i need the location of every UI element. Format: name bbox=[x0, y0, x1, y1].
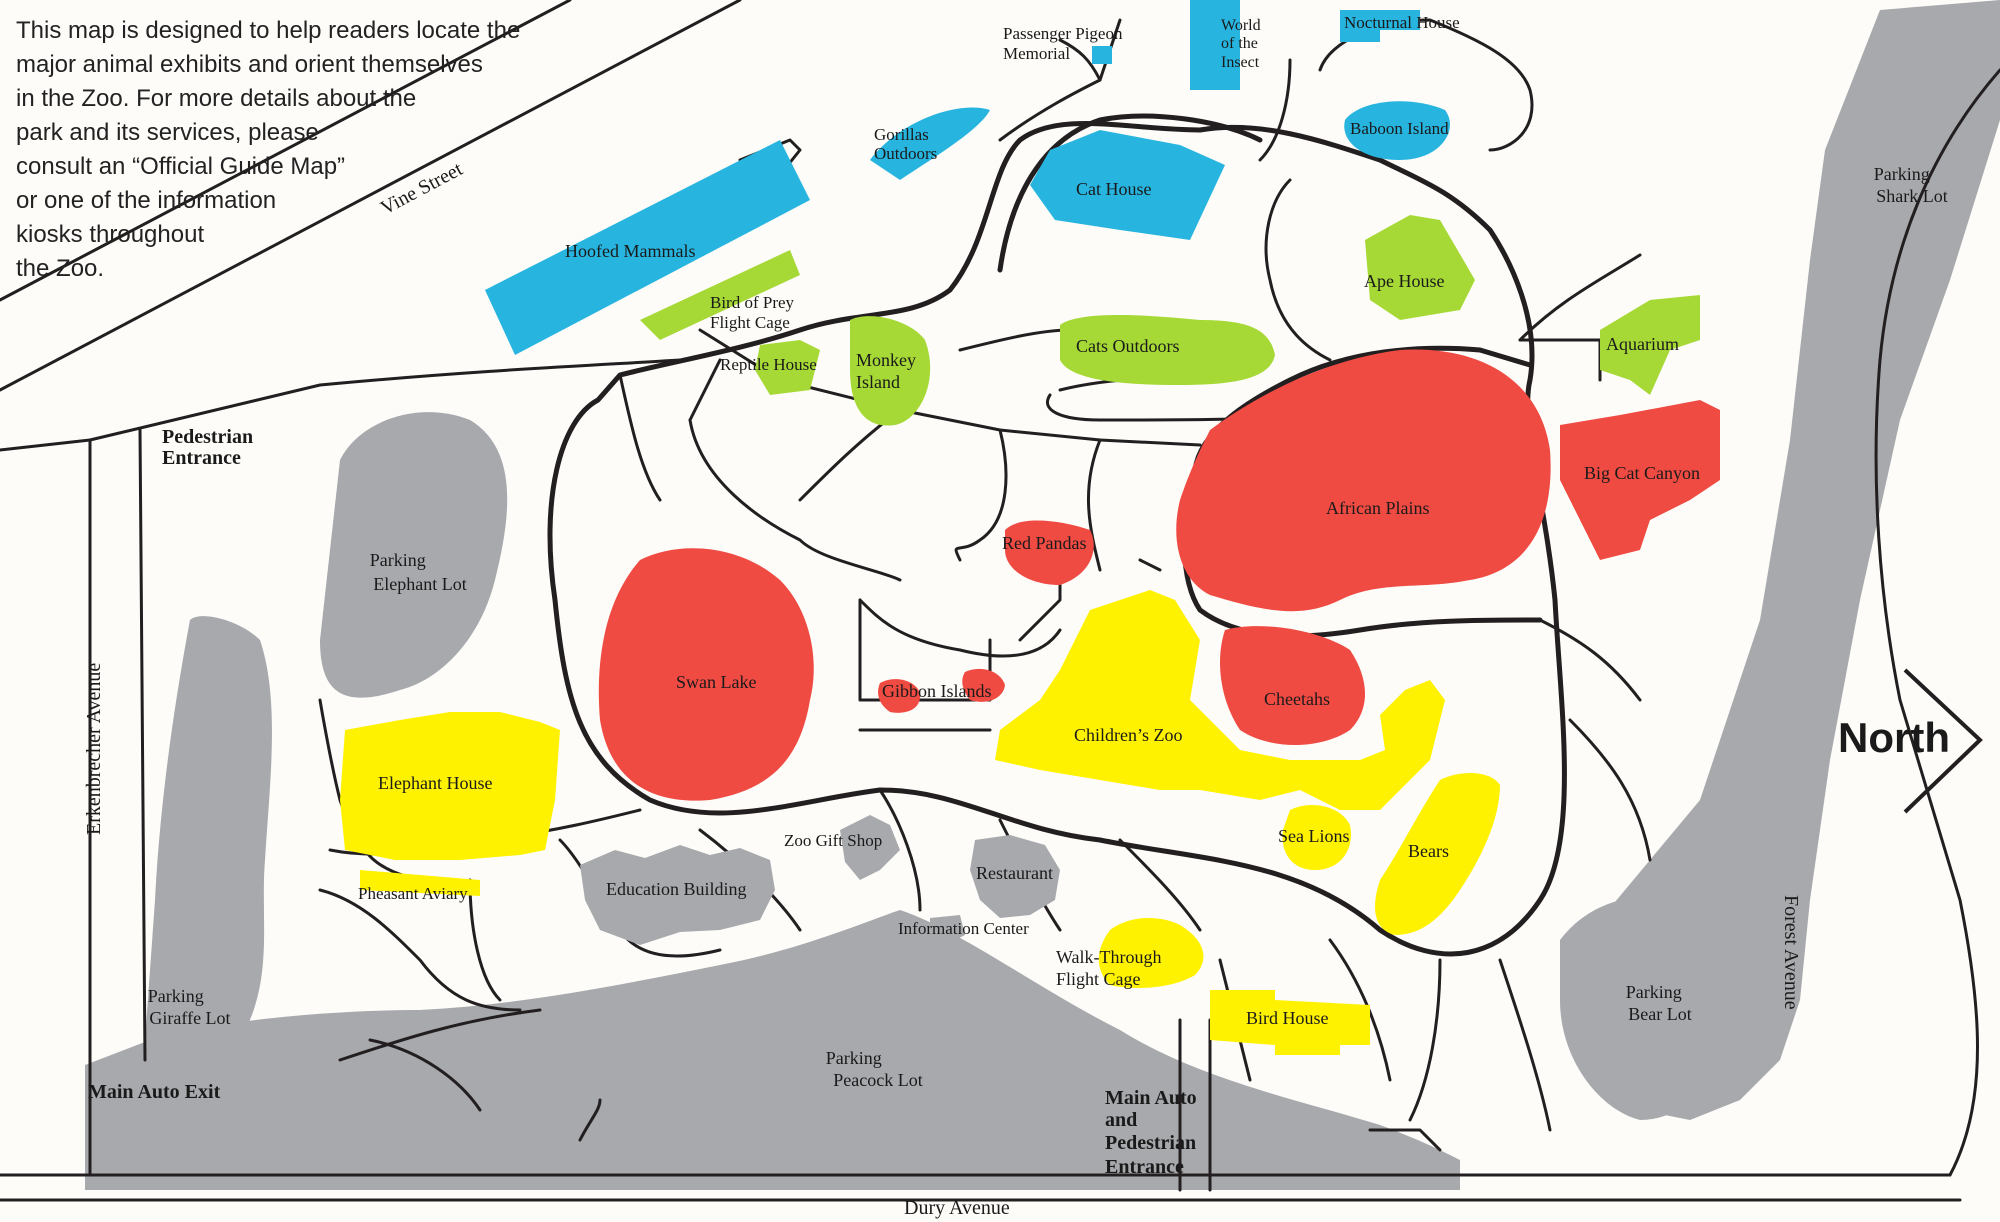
intro-text: This map is designed to help readers loc… bbox=[16, 17, 521, 282]
info-center-shape[interactable] bbox=[930, 915, 965, 945]
bird-of-prey-label: Bird of Prey Flight Cage bbox=[710, 293, 798, 332]
forest-avenue-label: Forest Avenue bbox=[1780, 895, 1802, 1010]
bird-house-label: Bird House bbox=[1246, 1008, 1329, 1028]
red-pandas-area[interactable] bbox=[1005, 520, 1094, 585]
parking-shark-shape[interactable] bbox=[1560, 0, 2000, 1120]
main-entrance-label: Main Auto and Pedestrian Entrance bbox=[1105, 1087, 1202, 1178]
blue-exhibits bbox=[485, 0, 1450, 355]
reptile-house-label: Reptile House bbox=[720, 355, 817, 374]
bears-label: Bears bbox=[1408, 841, 1449, 861]
green-exhibits bbox=[640, 215, 1700, 426]
parking-giraffe-lot[interactable] bbox=[145, 616, 272, 1059]
facility-labels: Zoo Gift Shop Education Building Restaur… bbox=[606, 831, 1053, 938]
bird-house-area[interactable] bbox=[1210, 990, 1370, 1055]
parking-shark-label: Parking Shark Lot bbox=[1874, 164, 1948, 206]
gorillas-outdoors-area[interactable] bbox=[870, 107, 990, 180]
dury-avenue-label: Dury Avenue bbox=[904, 1197, 1010, 1219]
cat-house-label: Cat House bbox=[1076, 179, 1152, 199]
elephant-house-area[interactable] bbox=[340, 712, 560, 860]
parking-bear-label: Parking Bear Lot bbox=[1626, 982, 1692, 1024]
info-center-label: Information Center bbox=[898, 919, 1029, 938]
parking-peacock-label: Parking Peacock Lot bbox=[826, 1048, 923, 1090]
reptile-house-area[interactable] bbox=[755, 340, 820, 395]
big-cat-canyon-label: Big Cat Canyon bbox=[1584, 463, 1700, 483]
facility-buildings bbox=[580, 815, 1060, 945]
world-insect-label: World of the Insect bbox=[1221, 17, 1265, 71]
sea-lions-area[interactable] bbox=[1282, 805, 1351, 870]
african-plains-area[interactable] bbox=[1176, 349, 1551, 612]
sea-lions-label: Sea Lions bbox=[1278, 826, 1350, 846]
cheetahs-area[interactable] bbox=[1220, 626, 1365, 745]
cat-house-area[interactable] bbox=[1030, 130, 1225, 240]
erkenbrecher-label: Erkenbrecher Avenue bbox=[83, 663, 105, 835]
aquarium-label: Aquarium bbox=[1606, 334, 1679, 354]
monkey-island-label: Monkey Island bbox=[856, 350, 921, 392]
bears-area[interactable] bbox=[1375, 773, 1500, 935]
baboon-island-label: Baboon Island bbox=[1350, 119, 1449, 138]
parking-elephant-lot[interactable] bbox=[320, 412, 508, 698]
passenger-pigeon-label: Passenger Pigeon Memorial bbox=[1003, 24, 1127, 63]
pheasant-aviary-area[interactable] bbox=[360, 870, 480, 896]
elephant-house-label: Elephant House bbox=[378, 773, 492, 793]
nocturnal-house-label: Nocturnal House bbox=[1344, 13, 1460, 32]
pedestrian-entrance-label: Pedestrian Entrance bbox=[162, 426, 258, 469]
ape-house-area[interactable] bbox=[1365, 215, 1475, 320]
entrance-labels: Pedestrian Entrance Main Auto Exit Main … bbox=[88, 426, 1202, 1178]
cats-outdoors-area[interactable] bbox=[1060, 315, 1275, 385]
childrens-zoo-label: Children’s Zoo bbox=[1074, 725, 1183, 745]
walk-through-area[interactable] bbox=[1098, 918, 1204, 988]
pheasant-aviary-label: Pheasant Aviary bbox=[358, 884, 468, 903]
restaurant-label: Restaurant bbox=[976, 863, 1053, 883]
swan-lake-label: Swan Lake bbox=[676, 672, 756, 692]
hoofed-mammals-label: Hoofed Mammals bbox=[565, 241, 695, 261]
monkey-island-area[interactable] bbox=[850, 316, 931, 426]
walk-through-label: Walk-Through Flight Cage bbox=[1056, 947, 1166, 989]
parking-bear-lot[interactable] bbox=[1560, 896, 1724, 1120]
red-pandas-label: Red Pandas bbox=[1002, 533, 1087, 553]
hoofed-mammals-area[interactable] bbox=[485, 140, 810, 355]
north-compass: North bbox=[1838, 668, 1983, 814]
world-of-insect-area[interactable] bbox=[1190, 0, 1240, 90]
main-auto-exit-label: Main Auto Exit bbox=[88, 1081, 221, 1103]
childrens-zoo-area[interactable] bbox=[995, 590, 1445, 810]
bird-of-prey-area[interactable] bbox=[640, 250, 800, 340]
nocturnal-house-area[interactable] bbox=[1340, 10, 1420, 42]
parking-labels: Parking Shark Lot Parking Elephant Lot P… bbox=[148, 164, 1948, 1090]
restaurant-shape[interactable] bbox=[970, 835, 1060, 918]
exhibit-labels: Passenger Pigeon Memorial World of the I… bbox=[358, 13, 1700, 1028]
red-exhibits bbox=[598, 349, 1720, 801]
parking-peacock-lot[interactable] bbox=[85, 910, 1460, 1190]
parking-areas bbox=[85, 0, 2000, 1222]
education-building-shape[interactable] bbox=[580, 845, 775, 945]
north-label: North bbox=[1838, 714, 1950, 761]
swan-lake-area[interactable] bbox=[598, 548, 814, 801]
baboon-island-area[interactable] bbox=[1344, 101, 1450, 160]
ape-house-label: Ape House bbox=[1364, 271, 1444, 291]
gibbon-island-1[interactable] bbox=[878, 679, 921, 713]
yellow-exhibits bbox=[340, 590, 1500, 1055]
cats-outdoors-label: Cats Outdoors bbox=[1076, 336, 1180, 356]
cheetahs-label: Cheetahs bbox=[1264, 689, 1330, 709]
aquarium-area[interactable] bbox=[1600, 295, 1700, 395]
gibbon-islands-label: Gibbon Islands bbox=[882, 681, 992, 701]
north-arrow-icon bbox=[1903, 668, 1983, 814]
big-cat-canyon-area[interactable] bbox=[1560, 400, 1720, 560]
passenger-pigeon-area[interactable] bbox=[1092, 46, 1112, 64]
parking-elephant-label: Parking Elephant Lot bbox=[370, 550, 467, 594]
african-plains-label: African Plains bbox=[1326, 498, 1429, 518]
parking-giraffe-label: Parking Giraffe Lot bbox=[148, 986, 231, 1028]
gorillas-outdoors-label: Gorillas Outdoors bbox=[874, 125, 937, 163]
gift-shop-label: Zoo Gift Shop bbox=[784, 831, 882, 850]
gibbon-island-2[interactable] bbox=[962, 668, 1005, 702]
gift-shop-shape[interactable] bbox=[840, 815, 900, 880]
education-building-label: Education Building bbox=[606, 879, 746, 899]
